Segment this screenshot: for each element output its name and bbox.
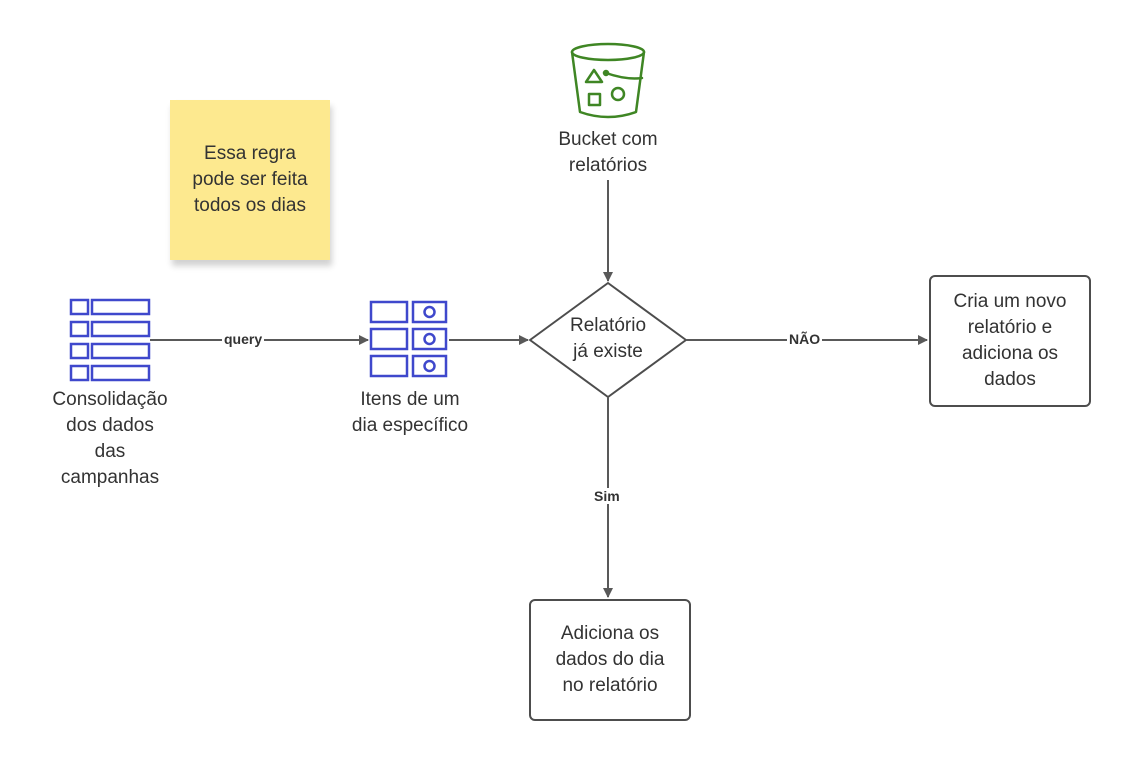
edge-label-nao: NÃO [787, 331, 823, 347]
cria-relatorio-box: Cria um novo relatório e adiciona os dad… [929, 275, 1091, 407]
consolidacao-label: Consolidação dos dados das campanhas [52, 389, 168, 488]
sticky-note: Essa regra pode ser feita todos os dias [170, 100, 330, 260]
edge-label-query: query [222, 331, 265, 347]
bucket-label: Bucket com relatórios [558, 129, 658, 176]
adiciona-dados-box: Adiciona os dados do dia no relatório [529, 599, 691, 721]
table-icon [69, 298, 151, 382]
decision-label: Relatório já existe [569, 315, 647, 362]
table-items-icon [369, 300, 448, 378]
bucket-icon [570, 42, 646, 119]
itens-label: Itens de um dia específico [351, 389, 469, 436]
edge-label-sim: Sim [592, 488, 622, 504]
